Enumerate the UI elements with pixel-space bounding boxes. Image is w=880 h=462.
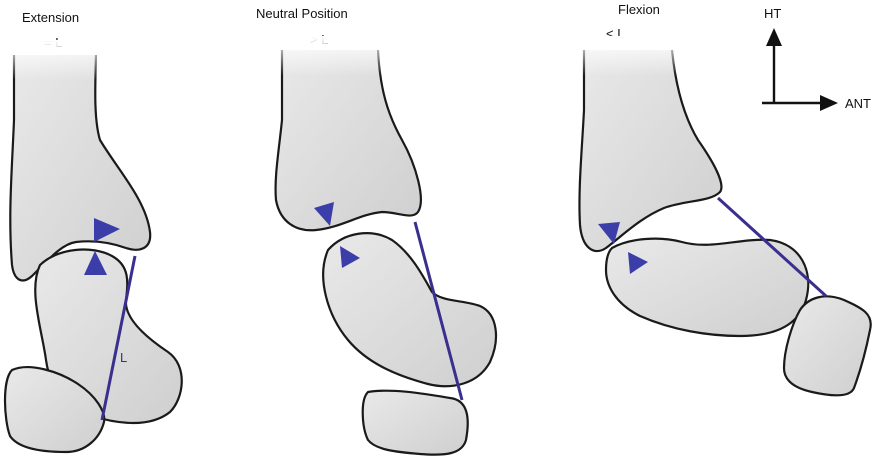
shaft-fade-flexion (580, 36, 676, 76)
lower-bone-neutral (363, 391, 468, 455)
panel-title-extension: Extension (22, 10, 79, 25)
axis-label-ht: HT (764, 6, 781, 21)
panel-title-flexion: Flexion (618, 2, 660, 17)
ligament-label: L (120, 350, 127, 365)
arrow-right-icon (820, 95, 838, 111)
axis-label-ant: ANT (845, 96, 871, 111)
panel-neutral: Neutral Position > L (256, 6, 496, 455)
shaft-fade-neutral (278, 36, 382, 76)
upper-bone-neutral (276, 50, 421, 230)
panel-flexion: Flexion < L (579, 2, 870, 395)
arrow-up-icon (766, 28, 782, 46)
panel-title-neutral: Neutral Position (256, 6, 348, 21)
shaft-fade-extension (10, 40, 102, 80)
upper-bone-extension (10, 55, 150, 280)
upper-bone-flexion (579, 50, 721, 251)
panel-extension: Extension = L L (5, 10, 182, 452)
orientation-axes: HT ANT (762, 6, 871, 111)
